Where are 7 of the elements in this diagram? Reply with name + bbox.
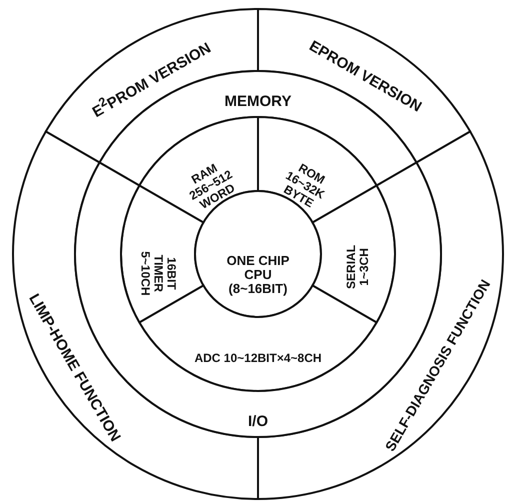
ring-sector <box>257 116 378 224</box>
sector-label: 16BIT TIMER 5~10CH <box>138 250 178 298</box>
sector-label: ONE CHIP CPU (8~16BIT) <box>226 254 290 296</box>
sector-label: SERIAL 1~3CH <box>345 244 371 291</box>
sector-label: MEMORY <box>224 94 292 110</box>
sector-label: I/O <box>246 414 269 430</box>
sector-label: ADC 10~12BIT×4~8CH <box>193 352 323 365</box>
